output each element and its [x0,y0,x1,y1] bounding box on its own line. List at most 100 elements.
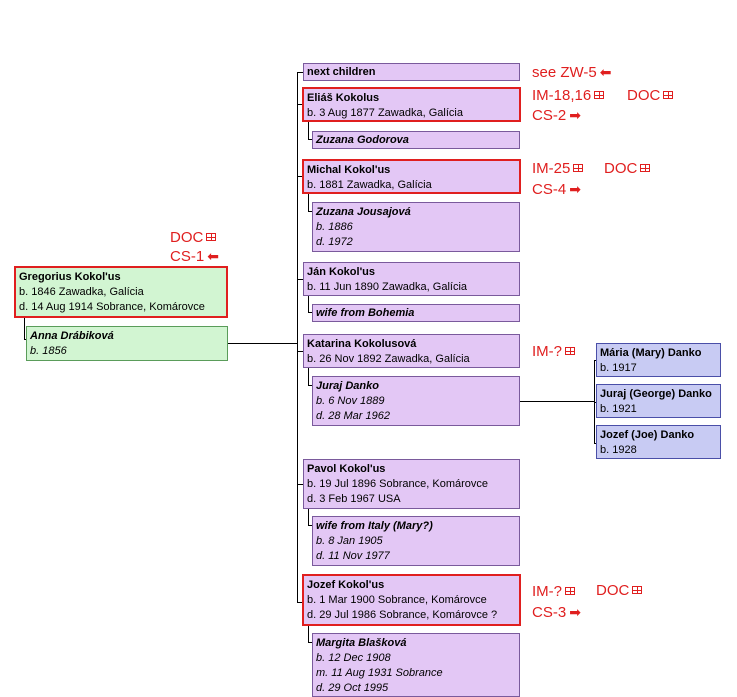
person-name: Juraj Danko [316,380,379,392]
connector [297,279,303,280]
person-born: b. 1 Mar 1900 Sobrance, Komárovce [307,594,487,606]
connector [297,176,303,177]
person-jozef-kokolus[interactable]: Jozef Kokol'us b. 1 Mar 1900 Sobrance, K… [302,574,521,626]
person-michal-kokolus[interactable]: Michal Kokol'us b. 1881 Zawadka, Galícia [302,159,521,194]
connector [594,402,596,403]
person-name: Michal Kokol'us [307,164,391,176]
person-gregorius-kokolus[interactable]: Gregorius Kokol'us b. 1846 Zawadka, Galí… [14,266,228,318]
spouse-juraj-danko[interactable]: Juraj Danko b. 6 Nov 1889 d. 28 Mar 1962 [312,376,520,426]
annotation-text: IM-18,16 [532,87,592,104]
spouse-link [308,509,309,526]
spouse-zuzana-godorova[interactable]: Zuzana Godorova [312,131,520,149]
annotation-jozef-doc[interactable]: DOC [596,582,643,600]
person-name: Zuzana Godorova [316,134,409,146]
connector [228,343,298,344]
person-name: Juraj (George) Danko [600,388,712,400]
table-icon [632,586,643,594]
annotation-text: CS-1 [170,248,205,265]
person-born: b. 1917 [600,362,637,374]
person-pavol-kokolus[interactable]: Pavol Kokol'us b. 19 Jul 1896 Sobrance, … [303,459,520,509]
spouse-link [308,312,312,313]
person-born: b. 12 Dec 1908 [316,652,391,664]
person-jozef-joe-danko[interactable]: Jozef (Joe) Danko b. 1928 [596,425,721,459]
person-born: b. 11 Jun 1890 Zawadka, Galícia [307,281,468,293]
connector [297,72,298,603]
connector [297,484,303,485]
person-name: Ján Kokol'us [307,266,376,278]
annotation-text: DOC [596,582,630,599]
person-died: d. 29 Oct 1995 [316,682,389,694]
spouse-link [308,626,309,643]
person-katarina-kokolusova[interactable]: Katarina Kokolusová b. 26 Nov 1892 Zawad… [303,334,520,368]
annotation-jozef-cs[interactable]: CS-3➡ [532,603,581,622]
annotation-katarina-im[interactable]: IM-? [532,343,575,361]
annotation-see-zw5[interactable]: see ZW-5⬅ [532,63,611,82]
spouse-link [308,525,312,526]
annotation-michal-im[interactable]: IM-25 [532,160,584,178]
annotation-michal-cs[interactable]: CS-4➡ [532,180,581,199]
person-name: Eliáš Kokolus [307,92,380,104]
person-died: d. 29 Jul 1986 Sobrance, Komárovce ? [307,609,498,621]
connector [297,602,303,603]
annotation-michal-doc[interactable]: DOC [604,160,651,178]
right-arrow-icon: ➡ [569,604,581,620]
spouse-margita-blaskova[interactable]: Margita Blašková b. 12 Dec 1908 m. 11 Au… [312,633,520,697]
table-icon [206,233,217,241]
annotation-greg-doc[interactable]: DOC [170,229,217,247]
annotation-text: DOC [627,87,661,104]
person-born: b. 6 Nov 1889 [316,395,385,407]
spouse-link [308,296,309,313]
table-icon [565,347,575,355]
table-icon [565,587,575,595]
connector [594,443,596,444]
person-name: Jozef (Joe) Danko [600,429,695,441]
spouse-anna-drabikova[interactable]: Anna Drábiková b. 1856 [26,326,228,361]
connector [297,104,303,105]
left-arrow-icon: ⬅ [599,64,612,80]
annotation-text: CS-2 [532,107,567,124]
annotation-text: see ZW-5 [532,64,597,81]
person-name: Katarina Kokolusová [307,338,417,350]
person-elias-kokolus[interactable]: Eliáš Kokolus b. 3 Aug 1877 Zawadka, Gal… [302,87,521,122]
annotation-text: IM-? [532,583,562,600]
person-jan-kokolus[interactable]: Ján Kokol'us b. 11 Jun 1890 Zawadka, Gal… [303,262,520,296]
person-born: b. 1881 Zawadka, Galícia [307,179,432,191]
annotation-elias-cs[interactable]: CS-2➡ [532,106,581,125]
person-juraj-george-danko[interactable]: Juraj (George) Danko b. 1921 [596,384,721,418]
annotation-text: DOC [604,160,638,177]
annotation-text: CS-4 [532,181,567,198]
annotation-jozef-im[interactable]: IM-? [532,583,575,601]
person-born: b. 1921 [600,403,637,415]
connector [520,401,595,402]
annotation-greg-cs[interactable]: CS-1⬅ [170,247,219,266]
annotation-elias-im[interactable]: IM-18,16 [532,87,605,105]
person-name: Gregorius Kokol'us [19,271,121,283]
person-name: Anna Drábiková [30,330,114,342]
table-icon [594,91,605,99]
spouse-link [24,318,25,340]
spouse-link [308,211,312,212]
spouse-wife-from-bohemia[interactable]: wife from Bohemia [312,304,520,322]
person-born: b. 1856 [30,345,67,357]
spouse-zuzana-jousajova[interactable]: Zuzana Jousajová b. 1886 d. 1972 [312,202,520,252]
right-arrow-icon: ➡ [569,107,581,123]
spouse-link [308,642,312,643]
person-born: b. 1846 Zawadka, Galícia [19,286,144,298]
person-born: b. 8 Jan 1905 [316,535,383,547]
person-name: wife from Italy (Mary?) [316,520,433,532]
annotation-elias-doc[interactable]: DOC [627,87,674,105]
person-born: b. 1928 [600,444,637,456]
annotation-text: IM-25 [532,160,571,177]
next-children-box[interactable]: next children [303,63,520,81]
person-died: d. 3 Feb 1967 USA [307,493,401,505]
person-died: d. 28 Mar 1962 [316,410,390,422]
spouse-link [308,194,309,212]
spouse-wife-from-italy[interactable]: wife from Italy (Mary?) b. 8 Jan 1905 d.… [312,516,520,566]
table-icon [640,164,651,172]
person-maria-danko[interactable]: Mária (Mary) Danko b. 1917 [596,343,721,377]
person-name: Mária (Mary) Danko [600,347,702,359]
connector [594,360,596,361]
person-died: d. 1972 [316,236,353,248]
next-children-label: next children [307,66,376,78]
person-born: b. 26 Nov 1892 Zawadka, Galícia [307,353,470,365]
